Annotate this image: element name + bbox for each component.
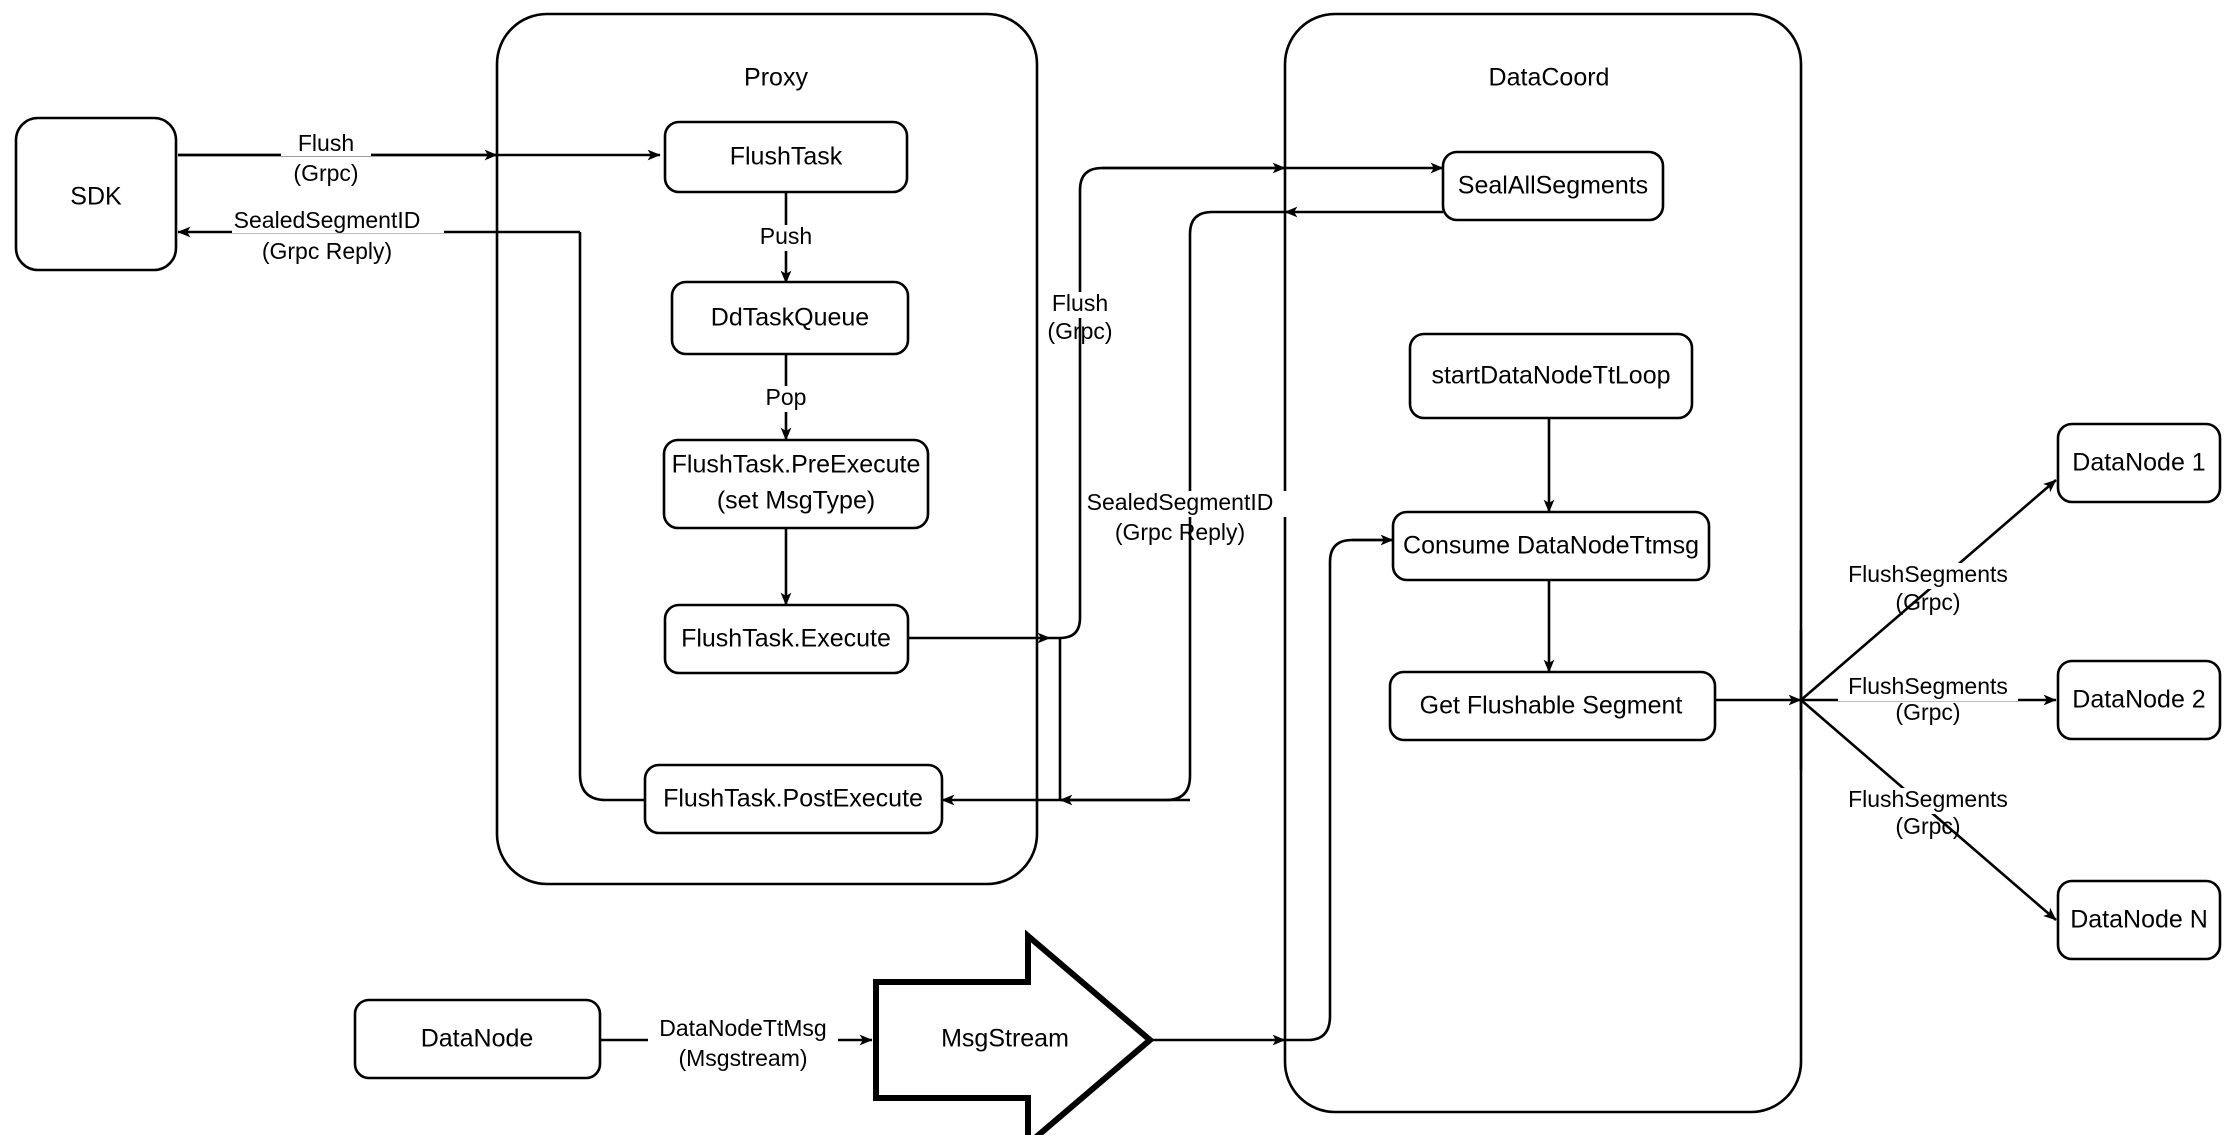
flush-task-postexecute-label: FlushTask.PostExecute	[663, 785, 923, 813]
datanode-n-label: DataNode N	[2070, 906, 2208, 934]
edge-label-pop: Pop	[755, 384, 815, 412]
edge-label-sealedsegmentid-reply-line1: SealedSegmentID	[1087, 489, 1274, 515]
edge-label-sdk-to-proxy: Flush (Grpc)	[281, 130, 371, 186]
edge-label-datacoord-to-proxy: SealedSegmentID (Grpc Reply)	[1087, 489, 1288, 545]
label-bg	[1042, 292, 1118, 318]
label-bg	[755, 386, 815, 412]
flush-task-preexecute-box[interactable]	[662, 438, 930, 530]
msgstream-label: MsgStream	[941, 1025, 1069, 1053]
flush-task-execute-label: FlushTask.Execute	[681, 625, 891, 653]
edge-label-flush-grpc-line2: (Grpc)	[1047, 318, 1112, 344]
node-dd-task-queue[interactable]: DdTaskQueue	[670, 280, 910, 356]
flush-task-preexecute-label-line1: FlushTask.PreExecute	[672, 451, 921, 479]
get-flushable-segment-box[interactable]	[1388, 670, 1717, 742]
label-bg	[1838, 788, 2018, 814]
datanode-producer-box[interactable]	[353, 998, 602, 1080]
label-bg	[1838, 675, 2018, 701]
node-flush-task-preexecute[interactable]: FlushTask.PreExecute (set MsgType)	[662, 438, 930, 530]
edge-label-flush-segments-n: FlushSegments (Grpc)	[1838, 786, 2018, 839]
edge-label-flush-segments-2: FlushSegments (Grpc)	[1838, 673, 2018, 725]
label-bg	[232, 209, 444, 233]
dd-task-queue-label: DdTaskQueue	[711, 304, 869, 332]
node-datanode-2[interactable]: DataNode 2	[2056, 659, 2222, 741]
edge-label-sealedsegmentid-line1: SealedSegmentID	[234, 207, 421, 233]
edge-label-proxy-to-datacoord: Flush (Grpc)	[1042, 290, 1118, 344]
node-get-flushable-segment[interactable]: Get Flushable Segment	[1388, 670, 1717, 742]
label-bg	[648, 1017, 838, 1043]
edge-label-flushsegments-1-line1: FlushSegments	[1848, 561, 2008, 587]
node-flush-task-postexecute[interactable]: FlushTask.PostExecute	[643, 763, 944, 835]
seal-all-segments-box[interactable]	[1441, 150, 1665, 222]
datanode-n-box[interactable]	[2056, 879, 2222, 961]
node-flush-task[interactable]: FlushTask	[663, 120, 909, 194]
edge-label-flushsegments-1-line2: (Grpc)	[1895, 589, 1960, 615]
edge-label-datanodettmsg-line2: (Msgstream)	[678, 1045, 807, 1071]
label-bg	[1092, 491, 1288, 517]
edge-flush-riser-up-to-datacoord	[1050, 166, 1285, 640]
label-bg	[281, 132, 371, 156]
edge-label-flushsegments-2-line1: FlushSegments	[1848, 673, 2008, 699]
edge-label-flush-grpc-line1: Flush	[1052, 290, 1108, 316]
edge-label-flush-line2: (Grpc)	[293, 160, 358, 186]
consume-datanode-ttmsg-box[interactable]	[1391, 510, 1711, 582]
datacoord-container-label: DataCoord	[1489, 64, 1610, 92]
msgstream-arrow-shape[interactable]	[873, 929, 1155, 1135]
container-datacoord: DataCoord	[1283, 12, 1803, 1114]
seal-all-segments-label: SealAllSegments	[1458, 172, 1648, 200]
node-consume-datanode-ttmsg[interactable]: Consume DataNodeTtmsg	[1391, 510, 1711, 582]
node-seal-all-segments[interactable]: SealAllSegments	[1441, 150, 1665, 222]
start-datanode-tt-loop-label: startDataNodeTtLoop	[1431, 362, 1670, 390]
edge-label-proxy-to-sdk: SealedSegmentID (Grpc Reply)	[232, 207, 444, 264]
node-start-datanode-tt-loop[interactable]: startDataNodeTtLoop	[1408, 332, 1694, 420]
node-datanode-producer[interactable]: DataNode	[353, 998, 602, 1080]
node-datanode-1[interactable]: DataNode 1	[2056, 422, 2222, 504]
node-msgstream[interactable]: MsgStream	[873, 929, 1155, 1135]
label-bg	[752, 225, 820, 251]
node-sdk[interactable]: SDK	[14, 116, 178, 272]
datacoord-container-outline	[1283, 12, 1803, 1114]
edge-label-flushsegments-n-line2: (Grpc)	[1895, 813, 1960, 839]
get-flushable-segment-label: Get Flushable Segment	[1420, 692, 1683, 720]
flush-task-box[interactable]	[663, 120, 909, 194]
datanode-producer-label: DataNode	[421, 1025, 534, 1053]
edge-label-sealedsegmentid-line2: (Grpc Reply)	[262, 238, 392, 264]
label-bg	[1838, 563, 2018, 589]
container-proxy: Proxy	[495, 12, 1039, 886]
proxy-container-label: Proxy	[744, 64, 808, 92]
edge-label-flush-segments-1: FlushSegments (Grpc)	[1838, 561, 2018, 615]
edge-label-datanodettmsg-line1: DataNodeTtMsg	[659, 1015, 826, 1041]
proxy-container-outline	[495, 12, 1039, 886]
edge-label-datanode-to-msgstream: DataNodeTtMsg (Msgstream)	[648, 1015, 838, 1071]
sdk-box[interactable]	[14, 116, 178, 272]
edge-postexecute-to-sdk-reply	[578, 232, 645, 802]
edge-label-sealedsegmentid-reply-line2: (Grpc Reply)	[1115, 519, 1245, 545]
flush-task-preexecute-label-line2: (set MsgType)	[717, 487, 875, 515]
edge-label-push-text: Push	[760, 223, 812, 249]
flush-task-execute-box[interactable]	[663, 603, 910, 675]
edge-label-pop-text: Pop	[766, 384, 807, 410]
edge-label-flushsegments-n-line1: FlushSegments	[1848, 786, 2008, 812]
datanode-2-box[interactable]	[2056, 659, 2222, 741]
start-datanode-tt-loop-box[interactable]	[1408, 332, 1694, 420]
flush-task-label: FlushTask	[730, 143, 843, 171]
consume-datanode-ttmsg-label: Consume DataNodeTtmsg	[1403, 532, 1699, 560]
edge-fanout-to-datanode-1	[1800, 479, 2057, 701]
edge-label-flush-line1: Flush	[298, 130, 354, 156]
edge-label-flushsegments-2-line2: (Grpc)	[1895, 699, 1960, 725]
flush-task-postexecute-box[interactable]	[643, 763, 944, 835]
node-flush-task-execute[interactable]: FlushTask.Execute	[663, 603, 910, 675]
sdk-label: SDK	[70, 183, 122, 211]
datanode-2-label: DataNode 2	[2072, 686, 2205, 714]
edge-label-push: Push	[752, 223, 820, 251]
datanode-1-box[interactable]	[2056, 422, 2222, 504]
edge-msgstream-riser-to-consume	[1285, 538, 1393, 1042]
dd-task-queue-box[interactable]	[670, 280, 910, 356]
node-datanode-n[interactable]: DataNode N	[2056, 879, 2222, 961]
datanode-1-label: DataNode 1	[2072, 449, 2205, 477]
